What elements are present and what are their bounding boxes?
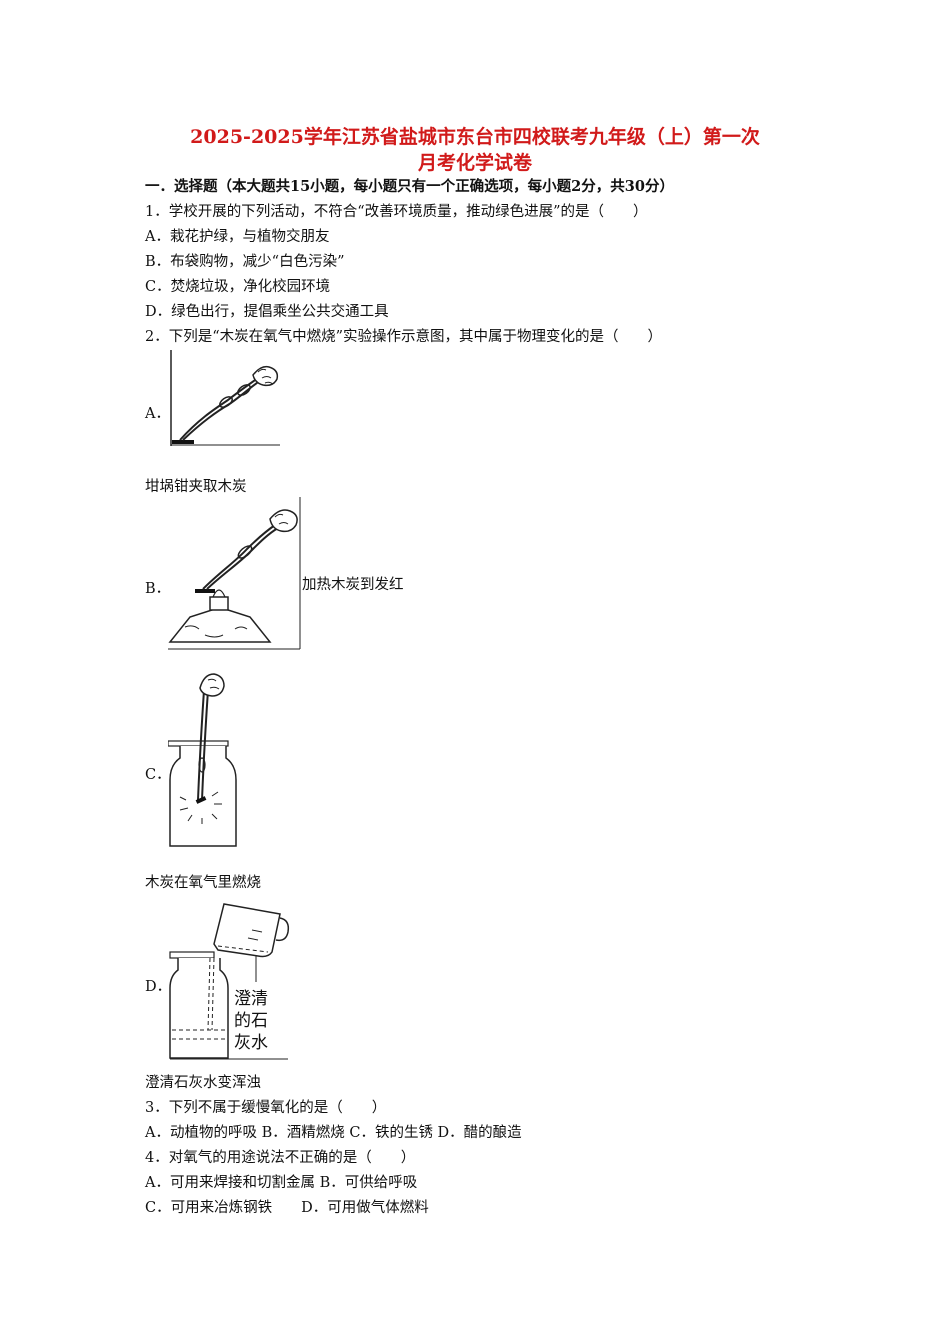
q1-option-d: D．绿色出行，提倡乘坐公共交通工具 <box>145 304 389 320</box>
q1-option-b: B．布袋购物，减少“白色污染” <box>145 254 345 270</box>
q2-option-d-caption: 澄清石灰水变浑浊 <box>145 1075 261 1091</box>
q2-option-a-label: A． <box>145 406 170 422</box>
q2-option-d-label: D． <box>145 979 172 995</box>
limewater-label: 澄清 的石 灰水 <box>234 988 268 1054</box>
q1-option-a: A．栽花护绿，与植物交朋友 <box>145 229 330 245</box>
section-heading: 一．选择题（本大题共15小题，每小题只有一个正确选项，每小题2分，共30分） <box>145 178 674 195</box>
bottle-and-beaker-drawing <box>169 903 290 1060</box>
tongs-picking-charcoal-figure <box>170 350 280 446</box>
limewater-label-line1: 澄清 <box>234 989 268 1009</box>
q4-options-ab: A．可用来焊接和切割金属 B．可供给呼吸 <box>145 1175 418 1191</box>
q2-option-c-label: C． <box>145 767 171 783</box>
q2-option-a-caption: 坩埚钳夹取木炭 <box>145 479 247 495</box>
q2-option-b-label: B． <box>145 581 171 597</box>
paper-title-line2: 月考化学试卷 <box>417 152 532 174</box>
q2-stem: 2．下列是“木炭在氧气中燃烧”实验操作示意图，其中属于物理变化的是（ ） <box>145 329 663 345</box>
limewater-label-line3: 灰水 <box>234 1033 268 1053</box>
q2-option-c-caption: 木炭在氧气里燃烧 <box>145 875 261 891</box>
q1-stem: 1．学校开展的下列活动，不符合“改善环境质量，推动绿色进展”的是（ ） <box>145 204 648 220</box>
q2-option-b-caption: 加热木炭到发红 <box>302 577 404 593</box>
q3-stem: 3．下列不属于缓慢氧化的是（ ） <box>145 1100 387 1116</box>
q1-option-c: C．焚烧垃圾，净化校园环境 <box>145 279 331 295</box>
heating-charcoal-figure <box>168 497 301 650</box>
q4-stem: 4．对氧气的用途说法不正确的是（ ） <box>145 1150 416 1166</box>
q4-options-cd: C．可用来冶炼钢铁 D．可用做气体燃料 <box>145 1200 429 1216</box>
limewater-pouring-figure: 澄清 的石 灰水 <box>168 896 293 1061</box>
paper-title-line1: 2025-2025学年江苏省盐城市东台市四校联考九年级（上）第一次 <box>190 126 760 148</box>
q3-options: A．动植物的呼吸 B．酒精燃烧 C．铁的生锈 D．醋的酿造 <box>145 1125 522 1141</box>
charcoal-burning-in-oxygen-figure <box>168 673 237 847</box>
limewater-label-line2: 的石 <box>234 1011 268 1031</box>
